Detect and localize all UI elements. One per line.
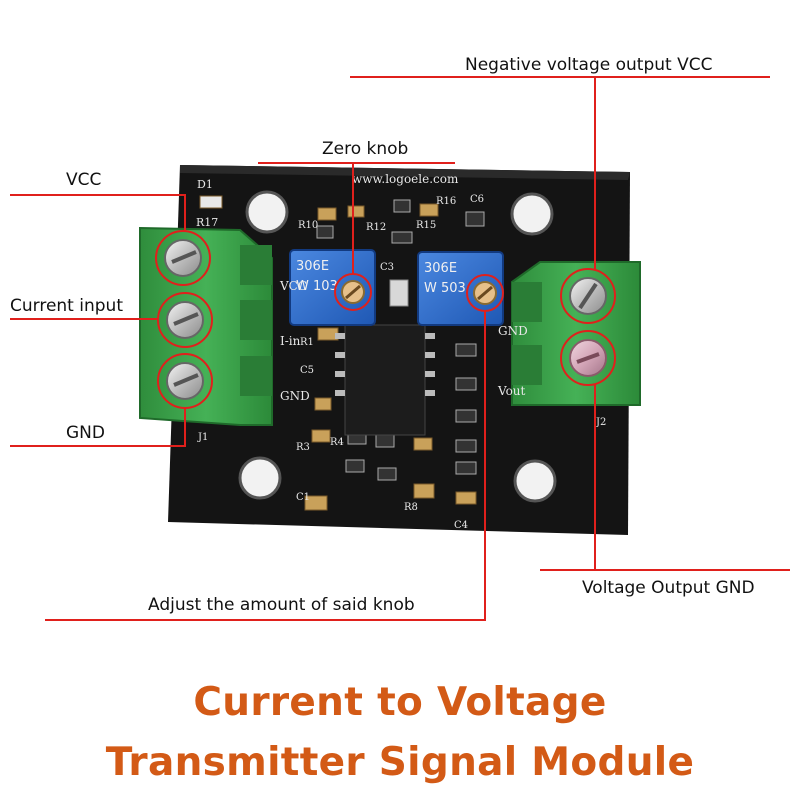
vout-gnd-marker bbox=[560, 330, 616, 386]
silk-gnd-out: GND bbox=[498, 324, 528, 338]
silk-website: www.logoele.com bbox=[352, 172, 459, 186]
callout-current-input: Current input bbox=[10, 296, 123, 316]
callout-negative-voltage-output-vcc: Negative voltage output VCC bbox=[465, 55, 713, 75]
smd-components bbox=[199, 195, 485, 511]
silk-r16: R16 bbox=[436, 196, 456, 207]
silk-d1: D1 bbox=[197, 178, 213, 191]
silk-r8: R8 bbox=[404, 502, 418, 513]
callout-gnd: GND bbox=[66, 423, 105, 443]
product-title-line1: Current to Voltage bbox=[193, 680, 607, 725]
pot-right-value: W 503 bbox=[424, 281, 466, 296]
mounting-hole bbox=[245, 190, 289, 234]
silk-c3: C3 bbox=[380, 262, 394, 273]
silk-r15: R15 bbox=[416, 220, 436, 231]
vcc-marker bbox=[155, 230, 211, 286]
callout-markers bbox=[155, 230, 616, 409]
silk-i-in: I-in bbox=[280, 334, 301, 348]
silk-r10: R10 bbox=[298, 220, 318, 231]
callout-vcc: VCC bbox=[66, 170, 102, 190]
neg-vcc-marker bbox=[560, 268, 616, 324]
pot-left-code: 306E bbox=[296, 259, 329, 274]
callout-lines bbox=[10, 76, 790, 621]
silk-r4: R4 bbox=[330, 437, 344, 448]
silk-vcc-pad: VCC bbox=[279, 279, 307, 293]
silk-c5: C5 bbox=[300, 365, 314, 376]
silk-r1: R1 bbox=[300, 337, 314, 348]
callout-adjust-knob: Adjust the amount of said knob bbox=[148, 595, 415, 615]
silk-j2: J2 bbox=[595, 417, 606, 428]
silk-r3: R3 bbox=[296, 442, 310, 453]
product-title-line2: Transmitter Signal Module bbox=[105, 740, 695, 785]
mounting-hole bbox=[238, 456, 282, 500]
mounting-hole bbox=[510, 192, 554, 236]
silk-j1: J1 bbox=[197, 432, 208, 443]
silk-r17: R17 bbox=[196, 216, 218, 229]
silk-c1: C1 bbox=[296, 492, 310, 503]
silkscreen-labels: www.logoele.com D1 R17 R16 C6 R10 R12 R1… bbox=[196, 172, 606, 531]
callout-zero-knob: Zero knob bbox=[322, 139, 409, 159]
pot-markings: 306E W 103 306E W 503 bbox=[296, 259, 466, 296]
pot-right-code: 306E bbox=[424, 261, 457, 276]
silk-c4: C4 bbox=[454, 520, 468, 531]
silk-r12: R12 bbox=[366, 222, 386, 233]
input-terminal-block bbox=[139, 226, 273, 426]
silk-gnd-pad: GND bbox=[280, 389, 310, 403]
silk-c6: C6 bbox=[470, 194, 484, 205]
mounting-hole bbox=[513, 459, 557, 503]
callout-voltage-output-gnd: Voltage Output GND bbox=[582, 578, 755, 598]
pot-left-value: W 103 bbox=[296, 279, 338, 294]
op-amp-chip bbox=[335, 324, 435, 436]
silk-vout: Vout bbox=[497, 384, 526, 398]
